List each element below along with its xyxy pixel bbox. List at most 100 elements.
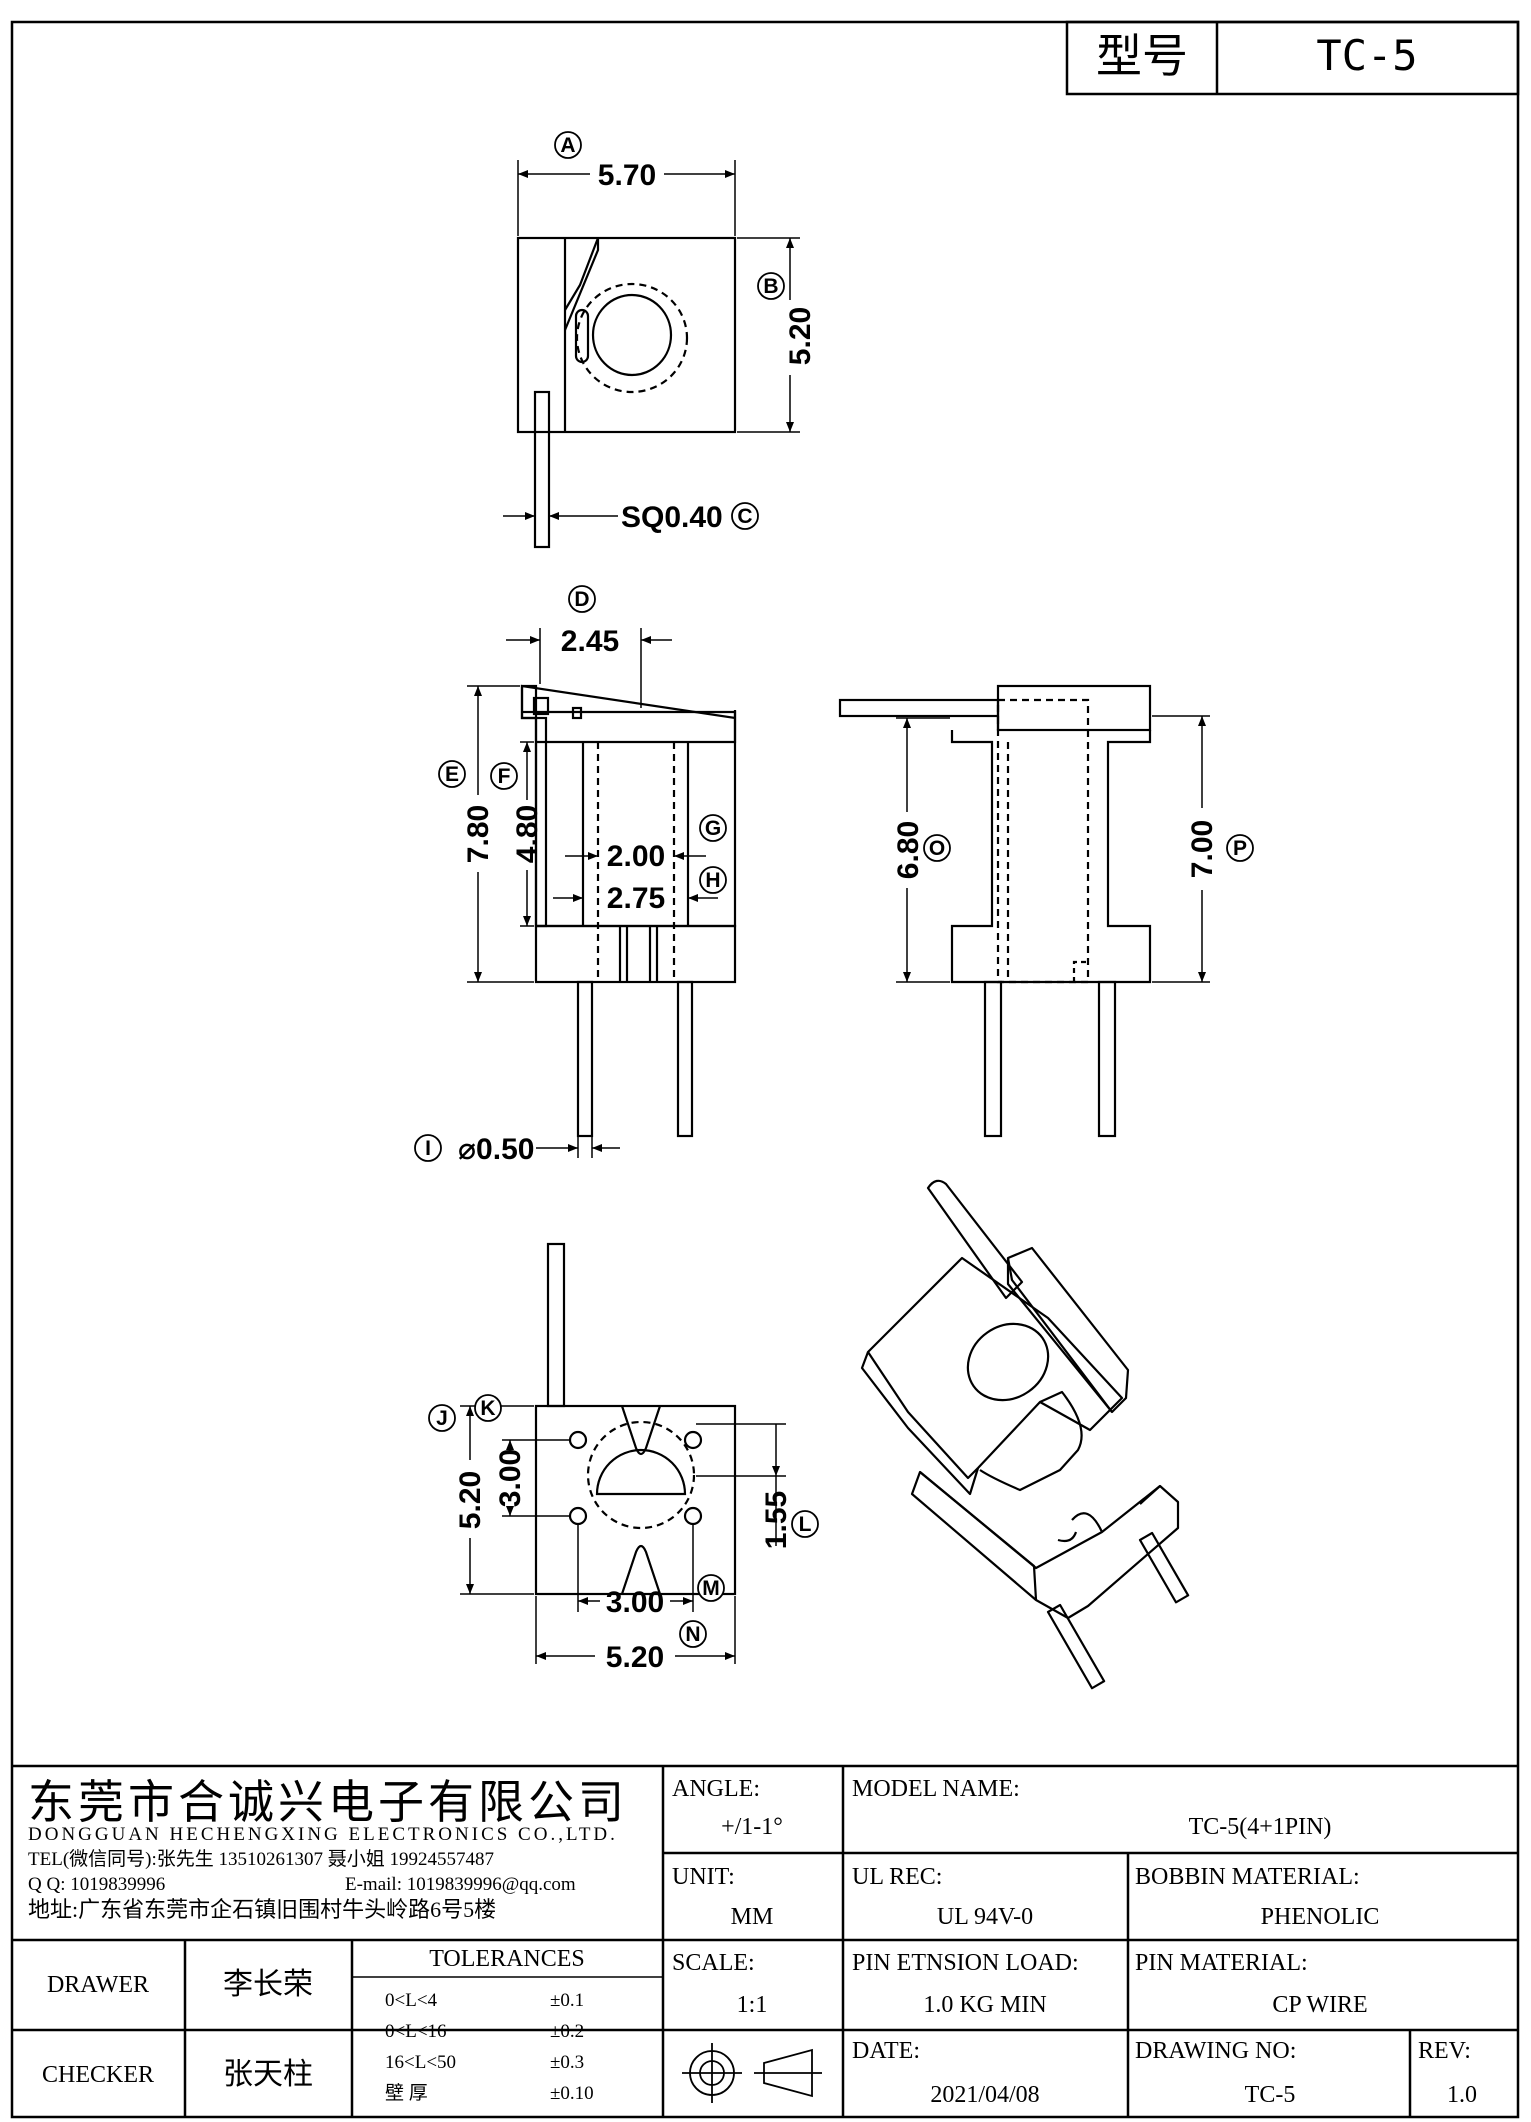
- company-name-en: DONGGUAN HECHENGXING ELECTRONICS CO.,LTD…: [28, 1824, 618, 1845]
- front-view-dims: [467, 628, 718, 1158]
- marker-n: N: [685, 1623, 700, 1646]
- dim-d-value: 2.45: [561, 625, 619, 658]
- company-name-cn: 东莞市合诚兴电子有限公司: [28, 1777, 628, 1828]
- ul-rec-value: UL 94V-0: [937, 1904, 1033, 1930]
- tolerance-value-1: ±0.1: [550, 1990, 584, 2011]
- dim-e-value: 7.80: [462, 805, 495, 863]
- drawer-label: DRAWER: [47, 1972, 149, 1998]
- dim-g-value: 2.00: [607, 840, 665, 873]
- core-hole: [591, 293, 673, 377]
- pin-square: [533, 390, 551, 549]
- header-model-value: TC-5: [1316, 31, 1417, 80]
- dim-l-value: 1.55: [760, 1491, 793, 1549]
- iso-pin-left: [1046, 1603, 1106, 1690]
- pin-hole-bottom-left: [568, 1506, 588, 1526]
- projection-symbol-icon: [682, 2043, 822, 2103]
- dim-j-value: 5.20: [454, 1471, 487, 1529]
- side-pin-right: [1097, 980, 1117, 1138]
- dim-n-value: 5.20: [606, 1641, 664, 1674]
- drawer-name: 李长荣: [223, 1968, 313, 2001]
- rev-label: REV:: [1418, 2038, 1471, 2064]
- marker-p: P: [1233, 837, 1247, 860]
- side-view: [838, 684, 1152, 1138]
- scale-value: 1:1: [737, 1992, 768, 2018]
- dim-m-value: 3.00: [606, 1586, 664, 1619]
- marker-m: M: [702, 1577, 720, 1600]
- unit-label: UNIT:: [672, 1864, 735, 1890]
- checker-label: CHECKER: [42, 2062, 154, 2088]
- marker-a: A: [560, 134, 575, 157]
- tolerance-range-3: 16<L<50: [385, 2052, 456, 2073]
- iso-pin-right: [1138, 1531, 1190, 1604]
- dim-h-value: 2.75: [607, 882, 665, 915]
- angle-label: ANGLE:: [672, 1776, 760, 1802]
- front-view: [520, 684, 737, 1138]
- bobbin-material-label: BOBBIN MATERIAL:: [1135, 1864, 1360, 1890]
- title-block-grid: [12, 1764, 1518, 2117]
- marker-i: I: [425, 1137, 431, 1160]
- header-model-box: 型号 TC-5: [1065, 20, 1520, 96]
- marker-d: D: [574, 588, 589, 611]
- model-name-value: TC-5(4+1PIN): [1189, 1814, 1332, 1840]
- pin-marker-square: [532, 696, 550, 716]
- callout-markers: [414, 131, 1254, 1648]
- tolerance-range-2: 0<L<16: [385, 2021, 447, 2042]
- company-address: 地址:广东省东莞市企石镇旧围村牛头岭路6号5楼: [28, 1897, 496, 1922]
- marker-f: F: [498, 765, 511, 788]
- pin-left: [576, 980, 594, 1138]
- pin-hole-top-right: [683, 1430, 703, 1450]
- bottom-view: [534, 1242, 737, 1596]
- bottom-view-dims: [460, 1405, 786, 1664]
- bottom-core-hole: [595, 1448, 687, 1496]
- iso-core-hole: [966, 1322, 1050, 1402]
- ul-rec-label: UL REC:: [852, 1864, 942, 1890]
- marker-k: K: [480, 1397, 495, 1420]
- isometric-view: [860, 1179, 1190, 1690]
- tolerance-value-3: ±0.3: [550, 2052, 584, 2073]
- header-model-label: 型号: [1096, 31, 1188, 82]
- side-view-dims: [896, 715, 1210, 983]
- scale-label: SCALE:: [672, 1950, 755, 1976]
- marker-o: O: [929, 837, 945, 860]
- dim-p-value: 7.00: [1186, 820, 1219, 878]
- company-qq: Q Q: 1019839996: [28, 1874, 165, 1895]
- drawing-no-label: DRAWING NO:: [1135, 2038, 1296, 2064]
- marker-e: E: [445, 763, 459, 786]
- pin-load-value: 1.0 KG MIN: [923, 1992, 1046, 2018]
- tolerance-range-1: 0<L<4: [385, 1990, 438, 2011]
- bottom-pin: [546, 1242, 566, 1408]
- tolerances-title: TOLERANCES: [429, 1946, 585, 1972]
- pin-load-label: PIN ETNSION LOAD:: [852, 1950, 1079, 1976]
- pin-hole-top-left: [568, 1430, 588, 1450]
- drawing-no-value: TC-5: [1245, 2082, 1296, 2108]
- tolerance-value-2: ±0.2: [550, 2021, 584, 2042]
- pin-material-value: CP WIRE: [1272, 1992, 1367, 2018]
- pin-right: [676, 980, 694, 1138]
- bobbin-material-value: PHENOLIC: [1261, 1904, 1380, 1930]
- side-pin-left: [983, 980, 1003, 1138]
- rev-value: 1.0: [1447, 2082, 1477, 2108]
- marker-g: G: [705, 817, 721, 840]
- checker-name: 张天柱: [223, 2058, 313, 2091]
- marker-c: C: [737, 505, 752, 528]
- date-label: DATE:: [852, 2038, 920, 2064]
- top-view-dims: [503, 160, 800, 520]
- dim-c-value: SQ0.40: [621, 501, 723, 534]
- top-view: [516, 236, 737, 549]
- unit-value: MM: [731, 1904, 774, 1930]
- model-name-label: MODEL NAME:: [852, 1776, 1020, 1802]
- tolerance-value-4: ±0.10: [550, 2083, 594, 2104]
- marker-h: H: [705, 869, 720, 892]
- dim-a-value: 5.70: [598, 159, 656, 192]
- pin-hole-bottom-right: [683, 1506, 703, 1526]
- company-email: E-mail: 1019839996@qq.com: [345, 1874, 576, 1895]
- marker-l: L: [799, 1513, 812, 1536]
- dim-k-value: 3.00: [494, 1449, 527, 1507]
- angle-value: +/1-1°: [721, 1814, 783, 1840]
- date-value: 2021/04/08: [930, 2082, 1039, 2108]
- sheet-border: [10, 20, 1520, 2119]
- dim-i-value: ⌀0.50: [458, 1133, 534, 1166]
- marker-j: J: [436, 1407, 448, 1430]
- company-tel: TEL(微信同号):张先生 13510261307 聂小姐 1992455748…: [28, 1848, 494, 1870]
